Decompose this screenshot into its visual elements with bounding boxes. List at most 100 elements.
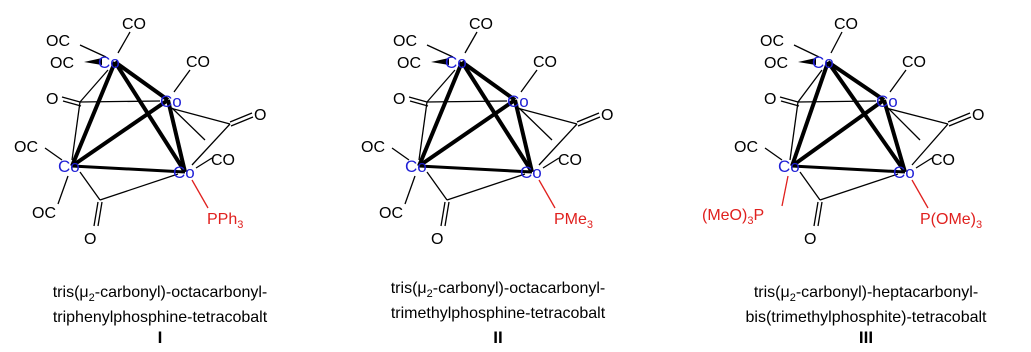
oc-label: OC <box>361 139 385 156</box>
oc-label: OC <box>14 139 38 156</box>
cobalt-label: Co <box>812 53 834 72</box>
bridge-co-bond <box>169 107 231 125</box>
bridge-co-bond <box>516 107 578 125</box>
carbonyl-double <box>408 96 428 103</box>
cobalt-label: Co <box>893 163 915 182</box>
carbonyl-double <box>779 96 799 103</box>
co-label: CO <box>931 152 955 169</box>
cobalt-label: Co <box>778 157 800 176</box>
carbonyl-double <box>577 116 601 127</box>
carbonyl-double <box>444 201 450 227</box>
co-co-bond <box>417 98 517 168</box>
compound-name-3: tris(μ2-carbonyl)-heptacarbonyl- bis(tri… <box>706 283 1026 328</box>
terminal-co-bond <box>542 157 560 169</box>
co-co-bond <box>113 60 170 102</box>
compound-name-2: tris(μ2-carbonyl)-octacarbonyl- trimethy… <box>338 279 658 324</box>
co-label: CO <box>834 16 858 33</box>
thin-bond <box>797 100 877 103</box>
bridge-co-bond <box>797 69 823 103</box>
wedge-bond <box>84 58 102 65</box>
o-label: O <box>972 107 984 124</box>
co-p-bond <box>191 179 209 209</box>
terminal-co-bond <box>793 44 820 58</box>
cobalt-label: Co <box>173 163 195 182</box>
terminal-co-bond <box>764 147 783 161</box>
bridge-co-bond <box>426 69 456 103</box>
oc-label: OC <box>393 33 417 50</box>
co-label: CO <box>558 152 582 169</box>
compound-numeral-2: II <box>493 328 503 347</box>
compound-numeral-1: I <box>157 328 163 347</box>
o-label: O <box>431 231 443 248</box>
terminal-co-bond <box>44 147 63 161</box>
co-co-bond <box>826 60 886 102</box>
co-co-bond <box>70 98 170 168</box>
o-label: O <box>601 107 613 124</box>
co-co-bond <box>418 164 533 174</box>
co-co-bond <box>791 164 906 174</box>
oc-label: OC <box>764 55 788 72</box>
co-label: CO <box>902 54 926 71</box>
o-label: O <box>804 231 816 248</box>
terminal-co-bond <box>171 107 206 141</box>
co-label: CO <box>469 16 493 33</box>
thin-bond <box>79 100 161 103</box>
co-co-bond <box>70 61 117 167</box>
oc-label: OC <box>397 55 421 72</box>
carbonyl-double <box>229 112 253 123</box>
bridge-co-bond <box>819 173 899 201</box>
carbonyl-double <box>813 201 819 227</box>
co-label: CO <box>533 54 557 71</box>
bridge-co-bond <box>799 171 821 201</box>
name-line-1: tris(μ2-carbonyl)-heptacarbonyl- <box>753 284 979 305</box>
cobalt-label: Co <box>405 157 427 176</box>
carbonyl-double <box>948 116 972 127</box>
cobalt-label: Co <box>520 163 542 182</box>
carbonyl-double <box>61 96 81 103</box>
co-p-bond <box>781 175 789 207</box>
name-line-1: tris(μ2-carbonyl)-octacarbonyl- <box>390 280 606 301</box>
co-co-bond <box>882 99 907 173</box>
co-co-bond <box>826 60 907 174</box>
phosphine-label: PMe3 <box>554 211 593 231</box>
co-co-bond <box>113 60 187 174</box>
bridge-co-bond <box>789 101 799 161</box>
bridge-co-bond <box>79 171 101 201</box>
terminal-co-bond <box>79 44 107 58</box>
name-line-2: trimethylphosphine-tetracobalt <box>390 305 606 323</box>
o-label: O <box>46 91 58 108</box>
co-co-bond <box>71 164 186 174</box>
oc-label: OC <box>50 55 74 72</box>
carbonyl-double <box>440 201 446 227</box>
co-co-bond <box>790 61 830 167</box>
terminal-co-bond <box>520 69 538 93</box>
cobalt-label: Co <box>58 157 80 176</box>
carbonyl-double <box>230 116 254 127</box>
bridge-co-bond <box>99 173 179 201</box>
cobalt-label: Co <box>507 92 529 111</box>
co-co-bond <box>460 60 517 102</box>
o-label: O <box>393 91 405 108</box>
molecule-3-structure: OC OC CO Co CO Co O O OC Co Co CO (MeO)3… <box>702 16 984 248</box>
carbonyl-double <box>947 112 971 123</box>
molecule-1-structure: OC OC CO Co CO Co O O OC Co Co CO OC O P… <box>14 16 266 248</box>
molecule-2-structure: OC OC CO Co CO Co O O OC Co Co CO OC O P… <box>361 16 613 248</box>
bridge-co-bond <box>418 101 428 161</box>
bridge-co-bond <box>79 69 109 103</box>
terminal-co-bond <box>195 157 213 169</box>
oc-label: OC <box>379 205 403 222</box>
thin-bond <box>426 100 508 103</box>
co-co-bond <box>790 98 886 168</box>
bridge-co-bond <box>191 123 231 166</box>
carbonyl-double <box>97 201 103 227</box>
phosphite-label-left: (MeO)3P <box>702 207 764 227</box>
name-line-2: bis(trimethylphosphite)-tetracobalt <box>745 309 987 327</box>
co-co-bond <box>513 99 534 173</box>
terminal-co-bond <box>889 69 907 93</box>
wedge-bond <box>798 58 816 65</box>
oc-label: OC <box>734 139 758 156</box>
oc-label: OC <box>32 205 56 222</box>
phosphine-label: PPh3 <box>207 211 243 231</box>
carbonyl-double <box>409 100 429 107</box>
